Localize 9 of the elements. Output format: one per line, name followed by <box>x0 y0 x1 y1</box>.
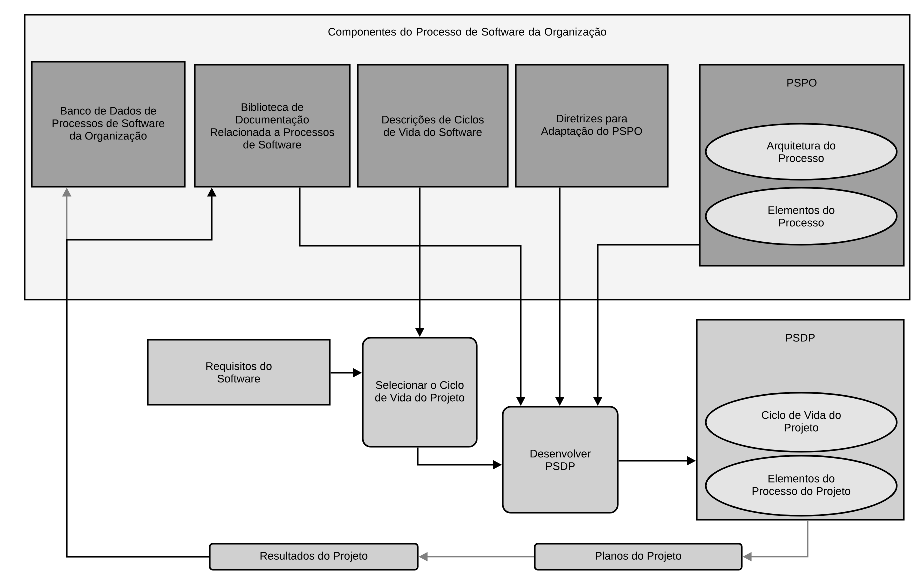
output-box: Resultados do Projeto <box>209 543 419 571</box>
output-box: Planos do Projeto <box>534 543 743 571</box>
process-box: Selecionar o Ciclo de Vida do Projeto <box>362 337 478 448</box>
process-box: Requisitos do Software <box>147 339 331 406</box>
process-box: Biblioteca de Documentação Relacionada a Processos de Software <box>194 64 351 188</box>
process-box: Diretrizes para Adaptação do PSPO <box>515 64 669 188</box>
process-box: Descrições de Ciclos de Vida do Software <box>357 64 509 188</box>
process-box: Banco de Dados de Processos de Software da Organização <box>31 61 186 188</box>
process-box: Desenvolver PSDP <box>502 406 619 514</box>
